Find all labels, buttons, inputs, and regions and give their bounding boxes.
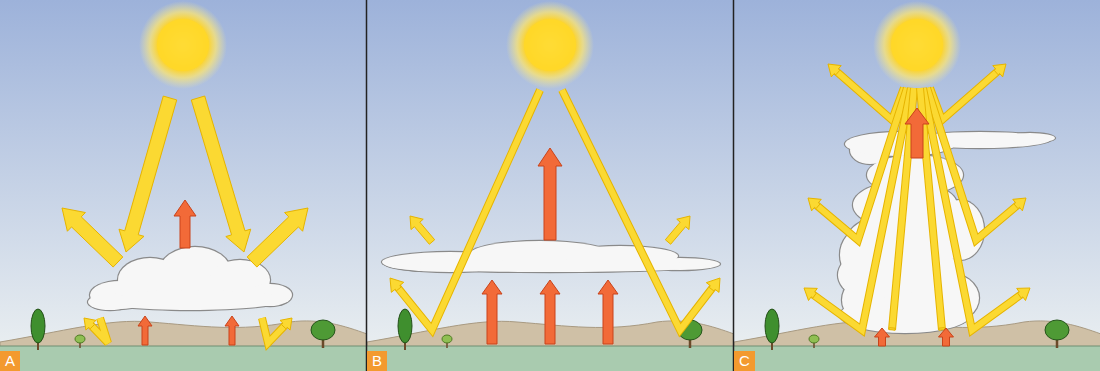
ray	[562, 90, 713, 330]
cloud-body	[1005, 133, 1055, 143]
panel-letter-tag: C	[734, 351, 755, 371]
sky	[0, 0, 367, 371]
sun-halo	[506, 1, 594, 89]
radiation-arrow	[174, 200, 196, 248]
radiation-arrow	[119, 96, 177, 252]
radiation-arrow	[706, 278, 720, 292]
panel-a	[0, 0, 367, 371]
panel-letter: A	[5, 352, 15, 370]
round-tree	[1045, 320, 1069, 340]
radiation-arrow	[191, 96, 250, 252]
radiation-arrow	[538, 148, 562, 240]
radiation-arrow	[410, 216, 435, 244]
radiation-arrow	[808, 198, 821, 211]
ray-outline	[398, 90, 540, 330]
sun-halo	[139, 1, 227, 89]
cloud	[381, 240, 721, 273]
ground-line	[734, 346, 1100, 347]
radiation-arrow	[540, 280, 560, 344]
radiation-arrow	[1013, 198, 1026, 211]
radiation-arrow	[247, 208, 308, 267]
radiation-arrow	[62, 208, 123, 267]
panel-border	[366, 0, 368, 371]
radiation-arrow	[280, 318, 292, 330]
ground	[734, 346, 1100, 371]
panel-c	[734, 0, 1100, 371]
radiation-arrow	[905, 108, 929, 158]
radiation-arrow	[482, 280, 502, 344]
radiation-arrow	[939, 328, 954, 346]
panel-border	[733, 0, 735, 371]
sun	[524, 19, 576, 71]
cypress-tree	[398, 309, 412, 343]
ray-outline	[836, 71, 904, 120]
sky	[367, 0, 734, 371]
radiation-arrow	[875, 328, 890, 346]
ray	[930, 71, 998, 120]
radiation-arrow	[390, 278, 404, 292]
radiation-arrow	[804, 288, 817, 301]
radiation-arrow	[225, 316, 239, 345]
radiation-arrow	[828, 64, 841, 77]
ground-line	[367, 346, 734, 347]
cypress-tree	[31, 309, 45, 343]
panel-letter-tag: B	[367, 351, 387, 371]
ray-outline	[930, 71, 998, 120]
ground-line	[0, 346, 367, 347]
panel-letter-tag: A	[0, 351, 20, 371]
sun	[891, 19, 943, 71]
sky	[734, 0, 1100, 371]
bush	[75, 335, 85, 343]
hills	[0, 321, 367, 350]
radiation-arrow	[84, 318, 96, 330]
bush	[809, 335, 819, 343]
panel-b	[367, 0, 734, 371]
panel-letter: C	[739, 352, 750, 370]
round-tree	[311, 320, 335, 340]
ray	[398, 90, 540, 330]
cloud-body	[390, 260, 710, 272]
bush	[442, 335, 452, 343]
sun	[157, 19, 209, 71]
sun-halo	[873, 1, 961, 89]
radiation-arrow	[1017, 288, 1030, 301]
ray-outline	[562, 90, 713, 330]
radiation-arrow	[889, 328, 895, 331]
cloud-body	[88, 294, 132, 310]
cypress-tree	[765, 309, 779, 343]
ground	[0, 346, 367, 371]
radiation-arrow	[598, 280, 618, 344]
radiation-arrow	[993, 64, 1006, 77]
ray	[836, 71, 904, 120]
panel-letter: B	[372, 352, 382, 370]
radiation-arrow	[665, 216, 690, 244]
radiation-arrow	[138, 316, 152, 345]
ground	[367, 346, 734, 371]
